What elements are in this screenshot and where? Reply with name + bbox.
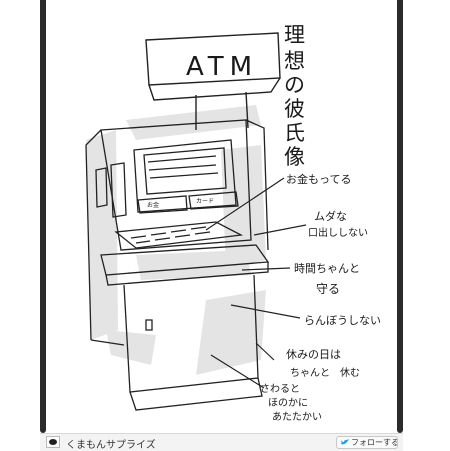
screen-label-cash: お金 xyxy=(147,201,159,209)
title-char: 氏 xyxy=(284,121,305,145)
viewer-frame-right xyxy=(397,0,403,433)
twitter-bird-icon xyxy=(341,439,349,445)
annotation-warm-3: あたたかい xyxy=(272,411,322,423)
atm-sign-label: ATM xyxy=(186,52,258,82)
avatar-face xyxy=(49,439,57,445)
follow-button[interactable]: フォローする xyxy=(336,436,398,449)
annotation-time-2: 守る xyxy=(316,282,340,296)
annotation-temper: らんぼうしない xyxy=(304,314,381,327)
title-char: 想 xyxy=(284,49,305,73)
screen-label-card: カード xyxy=(196,198,214,205)
annotation-rest-2: ちゃんと 休む xyxy=(290,367,360,379)
annotation-warm-1: さわると xyxy=(260,383,300,395)
annotation-mouth-1: ムダな xyxy=(314,209,347,223)
annotation-warm-2: ほのかに xyxy=(268,397,308,409)
atm-illustration: ATM xyxy=(46,0,397,433)
tweet-footer: くまもんサプライズ フォローする xyxy=(40,433,403,451)
vertical-title: 理 想 の 彼 氏 像 xyxy=(284,23,305,169)
annotation-rest-1: 休みの日は xyxy=(286,348,341,361)
annotation-time-1: 時間ちゃんと xyxy=(294,262,360,275)
title-char: 像 xyxy=(284,145,305,169)
viewer-frame-left xyxy=(40,0,46,433)
follow-label: フォローする xyxy=(351,438,398,447)
kumamon-avatar-icon[interactable] xyxy=(46,436,60,448)
atm-drawing: ATM xyxy=(85,23,381,423)
account-name[interactable]: くまもんサプライズ xyxy=(66,440,156,451)
pointer-lines xyxy=(205,177,307,389)
atm-sign xyxy=(145,32,281,130)
annotation-money: お金もってる xyxy=(286,172,351,186)
title-char: 彼 xyxy=(284,97,305,121)
annotation-mouth-2: 口出ししない xyxy=(308,226,368,239)
atm-body xyxy=(85,119,270,411)
title-char: 理 xyxy=(284,23,305,47)
title-char: の xyxy=(284,73,305,97)
